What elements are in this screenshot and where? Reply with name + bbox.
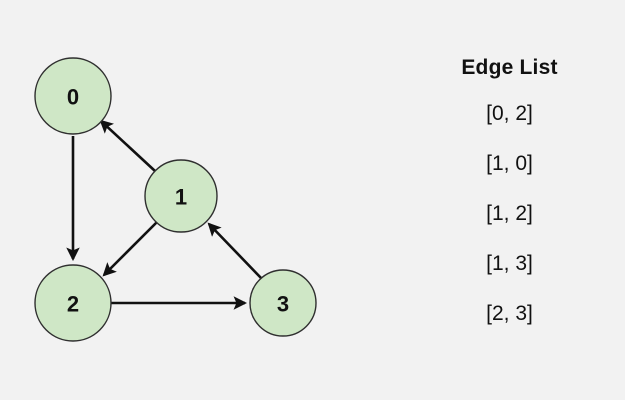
node-0-circle[interactable] <box>34 57 112 135</box>
edge-1-to-2 <box>102 221 158 277</box>
node-2-circle[interactable] <box>34 264 112 342</box>
node-1-label: 1 <box>175 185 187 210</box>
graph-node-1[interactable]: 1 <box>144 159 218 233</box>
list-item: [2, 3] <box>486 302 533 325</box>
edge-3-to-1 <box>207 222 263 280</box>
list-item: [1, 2] <box>486 202 533 225</box>
node-2-label: 2 <box>67 292 79 317</box>
edge-1-to-0 <box>99 119 156 172</box>
graph-node-0[interactable]: 0 <box>34 57 112 135</box>
node-1-circle[interactable] <box>144 159 218 233</box>
graph-node-3[interactable]: 3 <box>249 269 317 337</box>
edge-list-title: Edge List <box>461 56 558 79</box>
node-0-label: 0 <box>67 85 79 110</box>
edge-list-panel: Edge List [0, 2] [1, 0] [1, 2] [1, 3] [2… <box>390 56 615 346</box>
node-3-label: 3 <box>277 292 289 317</box>
node-3-circle[interactable] <box>249 269 317 337</box>
graph-node-2[interactable]: 2 <box>34 264 112 342</box>
edge-list-items: [0, 2] [1, 0] [1, 2] [1, 3] [2, 3] <box>390 96 615 346</box>
list-item: [0, 2] <box>486 102 533 125</box>
list-item: [1, 3] <box>486 252 533 275</box>
list-item: [1, 0] <box>486 152 533 175</box>
